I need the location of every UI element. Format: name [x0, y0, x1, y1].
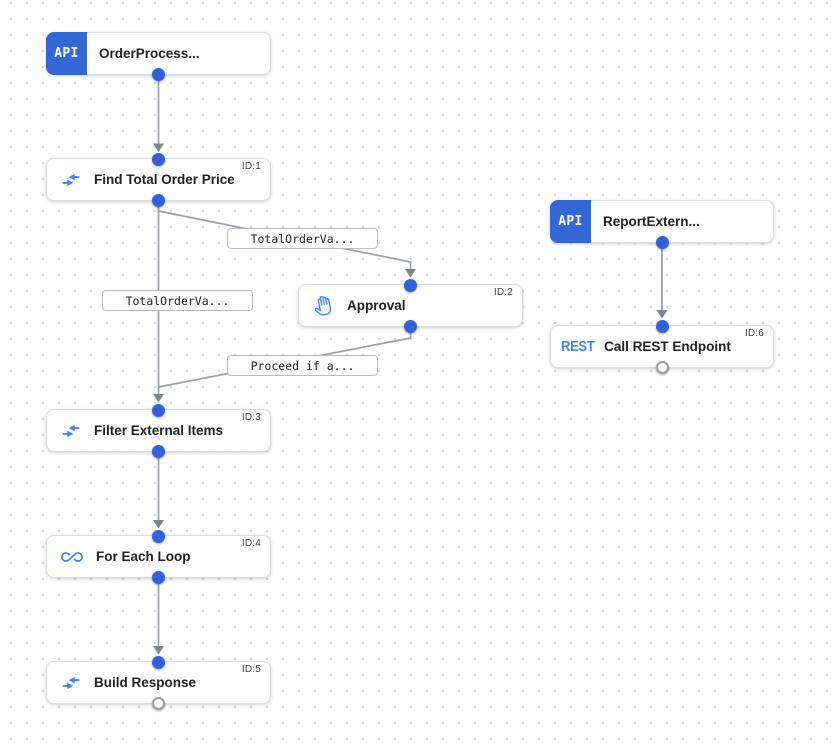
node-id-label: ID:2	[493, 287, 513, 298]
output-port-open[interactable]	[655, 360, 669, 374]
node-order-process-trigger[interactable]: API OrderProcess...	[46, 32, 271, 81]
api-trigger-icon: API	[46, 32, 87, 75]
output-port[interactable]	[404, 319, 417, 333]
node-id-label: ID:4	[241, 538, 261, 549]
input-port[interactable]	[404, 278, 417, 292]
edge-label-total-order-value-1[interactable]: TotalOrderVa...	[227, 228, 378, 249]
arrowhead-icon	[153, 394, 164, 403]
output-port[interactable]	[152, 570, 165, 584]
arrowhead-icon	[656, 310, 668, 319]
data-mapping-icon	[61, 421, 81, 441]
node-find-total-order-price[interactable]: Find Total Order Price ID:1	[46, 152, 271, 207]
hand-icon	[312, 295, 334, 317]
node-for-each-loop[interactable]: For Each Loop ID:4	[46, 529, 271, 584]
arrowhead-icon	[153, 143, 164, 152]
node-build-response[interactable]: Build Response ID:5	[46, 655, 271, 710]
node-id-label: ID:6	[744, 328, 764, 339]
input-port[interactable]	[152, 655, 165, 669]
input-port[interactable]	[655, 319, 669, 333]
node-call-rest-endpoint[interactable]: REST Call REST Endpoint ID:6	[550, 319, 774, 374]
node-id-label: ID:5	[241, 664, 261, 675]
arrowhead-icon	[153, 646, 164, 655]
output-port[interactable]	[152, 444, 165, 458]
loop-icon	[61, 546, 83, 568]
node-title: Filter External Items	[94, 423, 224, 438]
node-title: OrderProcess...	[99, 46, 200, 61]
data-mapping-icon	[61, 170, 81, 190]
node-id-label: ID:3	[241, 412, 261, 423]
output-port[interactable]	[152, 67, 165, 81]
node-title: Call REST Endpoint	[604, 339, 731, 354]
input-port[interactable]	[152, 529, 165, 543]
node-title: ReportExtern...	[603, 214, 700, 229]
node-title: For Each Loop	[96, 549, 191, 564]
data-mapping-icon	[61, 673, 81, 693]
api-trigger-icon: API	[550, 200, 591, 243]
arrowhead-icon	[405, 269, 416, 278]
node-filter-external-items[interactable]: Filter External Items ID:3	[46, 403, 271, 458]
node-id-label: ID:1	[241, 161, 261, 172]
rest-text-icon: REST	[561, 338, 595, 355]
edge-label-proceed-if[interactable]: Proceed if a...	[227, 355, 378, 376]
input-port[interactable]	[152, 403, 165, 417]
node-approval[interactable]: Approval ID:2	[298, 278, 523, 333]
arrowhead-icon	[153, 520, 164, 529]
output-port[interactable]	[152, 193, 165, 207]
output-port[interactable]	[655, 235, 669, 249]
node-title: Build Response	[94, 675, 197, 690]
node-title: Find Total Order Price	[94, 172, 235, 187]
node-report-extern-trigger[interactable]: API ReportExtern...	[550, 200, 774, 249]
node-title: Approval	[347, 298, 406, 313]
output-port-open[interactable]	[152, 696, 165, 710]
input-port[interactable]	[152, 152, 165, 166]
edge-label-total-order-value-2[interactable]: TotalOrderVa...	[102, 290, 253, 311]
